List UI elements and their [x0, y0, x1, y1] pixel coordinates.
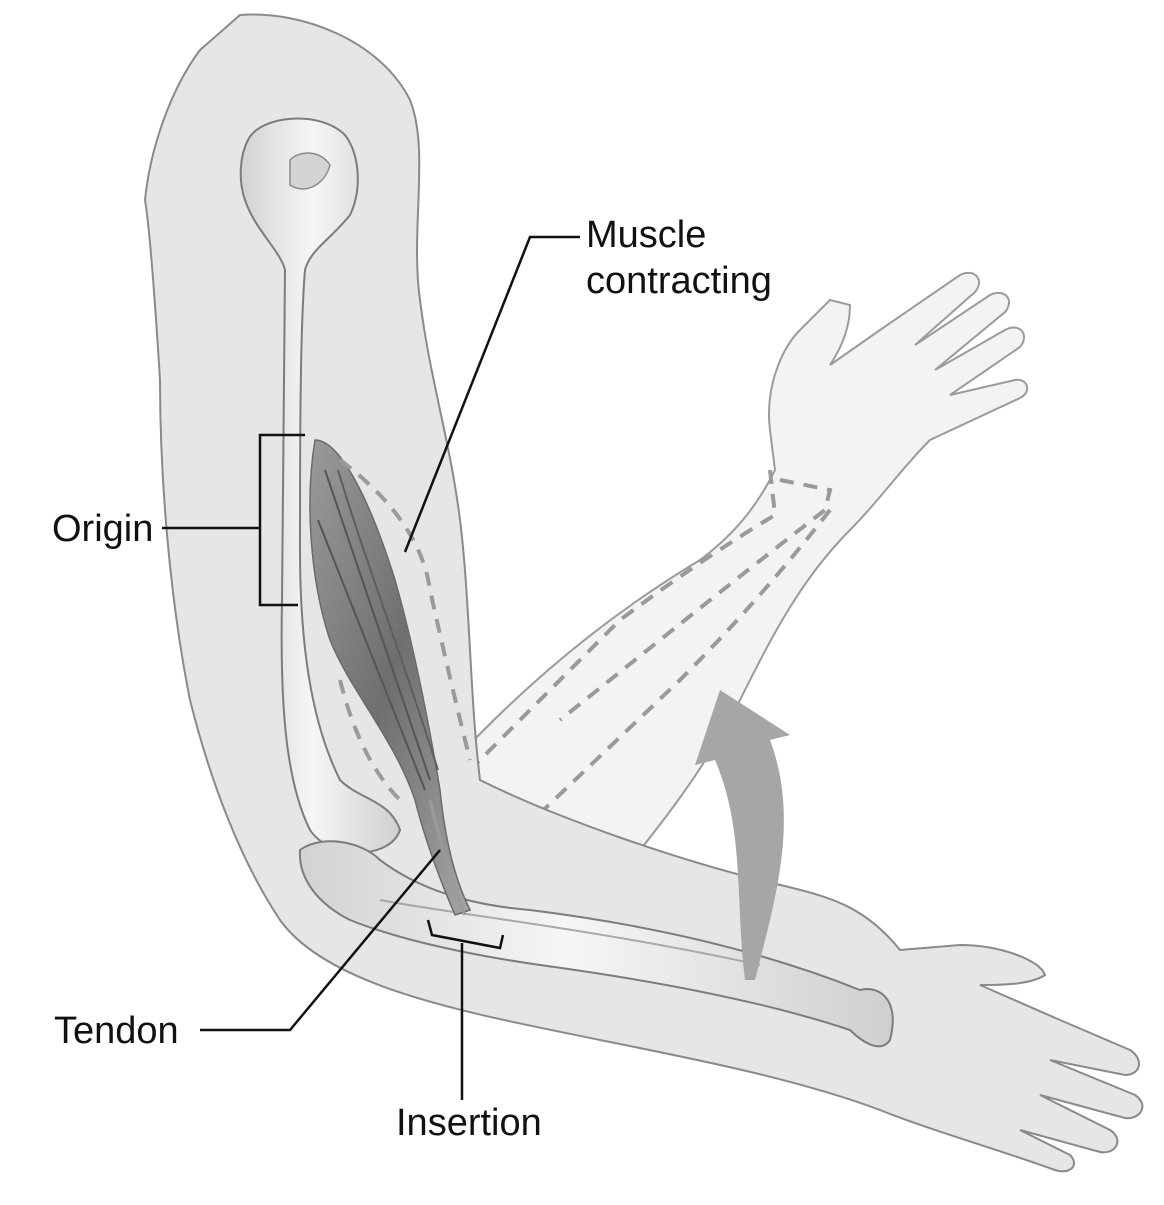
biceps-muscle	[309, 439, 472, 916]
humerus-bone	[239, 117, 402, 854]
tendon-label: Tendon	[54, 1010, 179, 1052]
origin-bracket	[258, 433, 305, 607]
muscle-label-line2: contracting	[586, 260, 772, 302]
insertion-label: Insertion	[396, 1102, 542, 1144]
tendon-leader-line	[200, 849, 441, 1032]
insertion-bracket	[426, 919, 505, 950]
leader-lines	[162, 235, 580, 1100]
muscle-contracting-label: Muscle contracting	[586, 212, 772, 304]
muscle-label-line1: Muscle	[586, 214, 707, 256]
raised-forearm	[418, 272, 1029, 954]
muscle-leader-line	[403, 235, 580, 553]
flexion-arrow	[695, 690, 790, 980]
origin-label: Origin	[52, 508, 154, 550]
